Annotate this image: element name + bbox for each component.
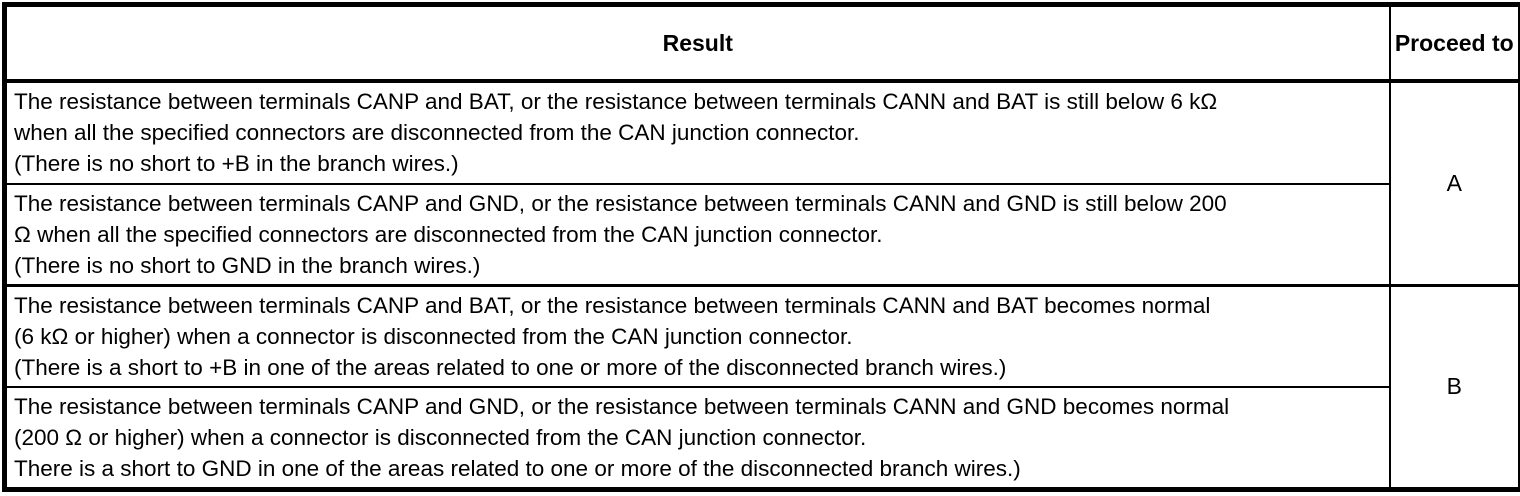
proceed-cell-b: B [1390, 285, 1520, 489]
header-row: Result Proceed to [5, 5, 1520, 82]
result-column-header: Result [5, 5, 1390, 82]
table-row-short-to-gnd-resolves: The resistance between terminals CANP an… [5, 387, 1520, 490]
result-text-line: The resistance between terminals CANP an… [14, 391, 1383, 422]
result-text-line: The resistance between terminals CANP an… [14, 188, 1383, 219]
result-text-line: (There is no short to GND in the branch … [14, 250, 1383, 281]
table-row-short-to-gnd-persists: The resistance between terminals CANP an… [5, 184, 1520, 286]
result-text-line: (There is a short to +B in one of the ar… [14, 352, 1383, 383]
result-text-line: (6 kΩ or higher) when a connector is dis… [14, 321, 1383, 352]
result-text-line: when all the specified connectors are di… [14, 117, 1383, 148]
result-cell: The resistance between terminals CANP an… [5, 184, 1390, 286]
result-text-line: There is a short to GND in one of the ar… [14, 453, 1383, 484]
result-cell: The resistance between terminals CANP an… [5, 81, 1390, 183]
proceed-to-column-header: Proceed to [1390, 5, 1520, 82]
result-text-line: (There is no short to +B in the branch w… [14, 148, 1383, 179]
result-text-line: The resistance between terminals CANP an… [14, 290, 1383, 321]
table-row-short-to-b-persists: The resistance between terminals CANP an… [5, 81, 1520, 183]
result-text-line: (200 Ω or higher) when a connector is di… [14, 422, 1383, 453]
result-cell: The resistance between terminals CANP an… [5, 285, 1390, 387]
table-row-short-to-b-resolves: The resistance between terminals CANP an… [5, 285, 1520, 387]
result-cell: The resistance between terminals CANP an… [5, 387, 1390, 490]
result-text-line: Ω when all the specified connectors are … [14, 219, 1383, 250]
result-text-line: The resistance between terminals CANP an… [14, 86, 1383, 117]
proceed-cell-a: A [1390, 81, 1520, 285]
